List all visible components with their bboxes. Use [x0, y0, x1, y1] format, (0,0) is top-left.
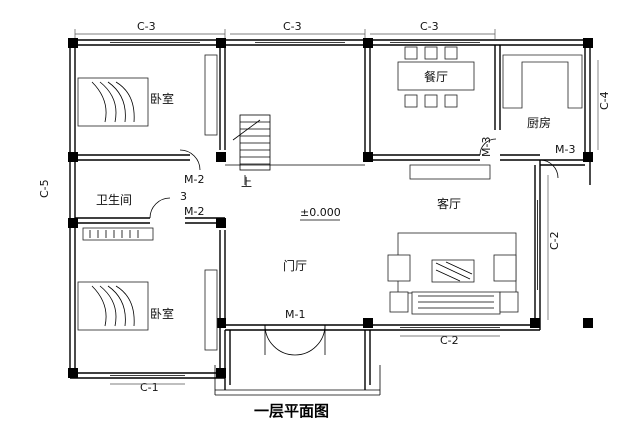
room-label-bedroom-bottom: 卧室	[150, 306, 174, 321]
staircase	[232, 114, 271, 185]
window-label-c1: C-1	[140, 381, 159, 394]
door-label-m3-bath: 3	[180, 190, 187, 203]
entrance-door	[264, 324, 326, 356]
bed-bottom	[77, 269, 218, 351]
right-window-markers	[547, 60, 599, 320]
window-label-c3-right: C-3	[420, 20, 439, 33]
stair-up-label: 上	[241, 176, 252, 189]
room-label-bedroom-top: 卧室	[150, 91, 174, 106]
outer-walls	[69, 39, 591, 396]
door-label-m2-upper: M-2	[184, 173, 204, 186]
window-label-c2-right: C-2	[548, 231, 561, 250]
room-label-dining: 餐厅	[424, 69, 448, 84]
bed-top	[77, 54, 218, 136]
room-label-bathroom: 卫生间	[96, 193, 132, 207]
door-label-m2-lower: M-2	[184, 205, 204, 218]
window-label-c4: C-4	[598, 91, 611, 110]
room-label-foyer: 门厅	[283, 258, 307, 273]
kitchen-counter	[479, 54, 583, 179]
elevation-marker: ±0.000	[300, 206, 341, 219]
dining-table	[397, 46, 475, 108]
tv-cabinet	[409, 164, 491, 180]
door-label-m1: M-1	[285, 308, 305, 321]
room-label-living: 客厅	[437, 196, 461, 211]
window-label-c3-mid: C-3	[283, 20, 302, 33]
door-label-m3-kitchen: M-3	[555, 143, 575, 156]
bathroom-fixtures	[82, 149, 201, 241]
door-label-m3-vertical: M-3	[480, 137, 493, 157]
interior-walls	[75, 45, 540, 373]
sofa-set	[387, 232, 519, 315]
top-window-markers	[74, 29, 496, 39]
plan-title: 一层平面图	[254, 402, 329, 420]
window-label-c2-bottom: C-2	[440, 334, 459, 347]
room-label-kitchen: 厨房	[527, 115, 551, 130]
window-label-c3-left: C-3	[137, 20, 156, 33]
structural-columns	[68, 38, 593, 378]
window-label-c5: C-5	[38, 179, 51, 198]
